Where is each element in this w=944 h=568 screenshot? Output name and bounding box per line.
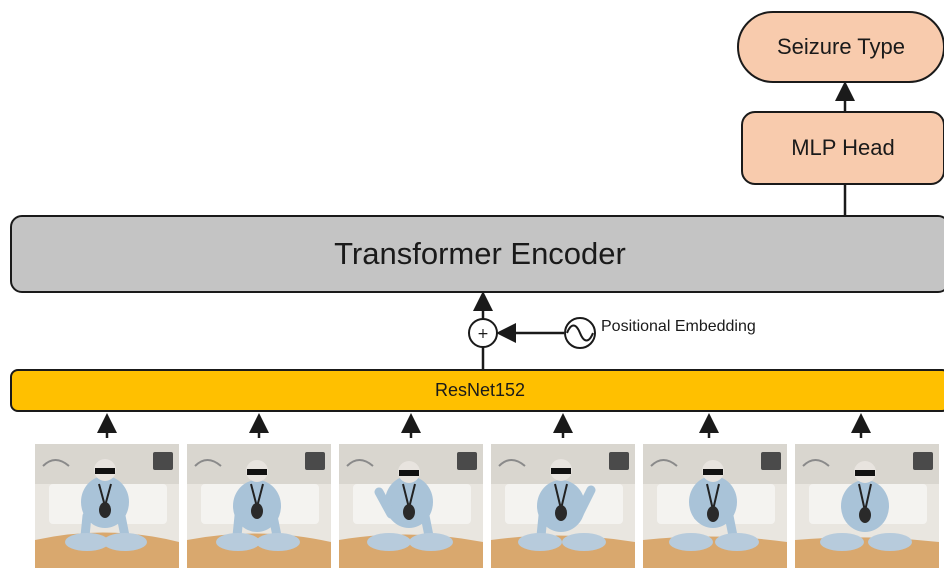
video-frame-6 [795, 444, 939, 568]
transformer-encoder-label: Transformer Encoder [334, 236, 626, 271]
video-frame-1 [35, 444, 179, 568]
transformer-encoder-node: Transformer Encoder [10, 215, 944, 293]
frame-arrows [97, 413, 871, 438]
video-frame-2 [187, 444, 331, 568]
mlp-head-label: MLP Head [791, 135, 895, 160]
video-frame-5 [643, 444, 787, 568]
plus-circle-icon: + [468, 318, 498, 348]
video-frame-4 [491, 444, 635, 568]
mlp-head-node: MLP Head [741, 111, 944, 185]
add-symbol: + [477, 326, 489, 342]
resnet-label: ResNet152 [434, 380, 526, 400]
positional-embedding-label: Positional Embedding [601, 318, 756, 335]
video-frame-3 [339, 444, 483, 568]
sine-wave-icon [564, 317, 596, 349]
resnet-backbone-node: ResNet152 [10, 369, 944, 412]
seizure-type-node: Seizure Type [737, 11, 944, 83]
seizure-type-label: Seizure Type [776, 34, 905, 59]
